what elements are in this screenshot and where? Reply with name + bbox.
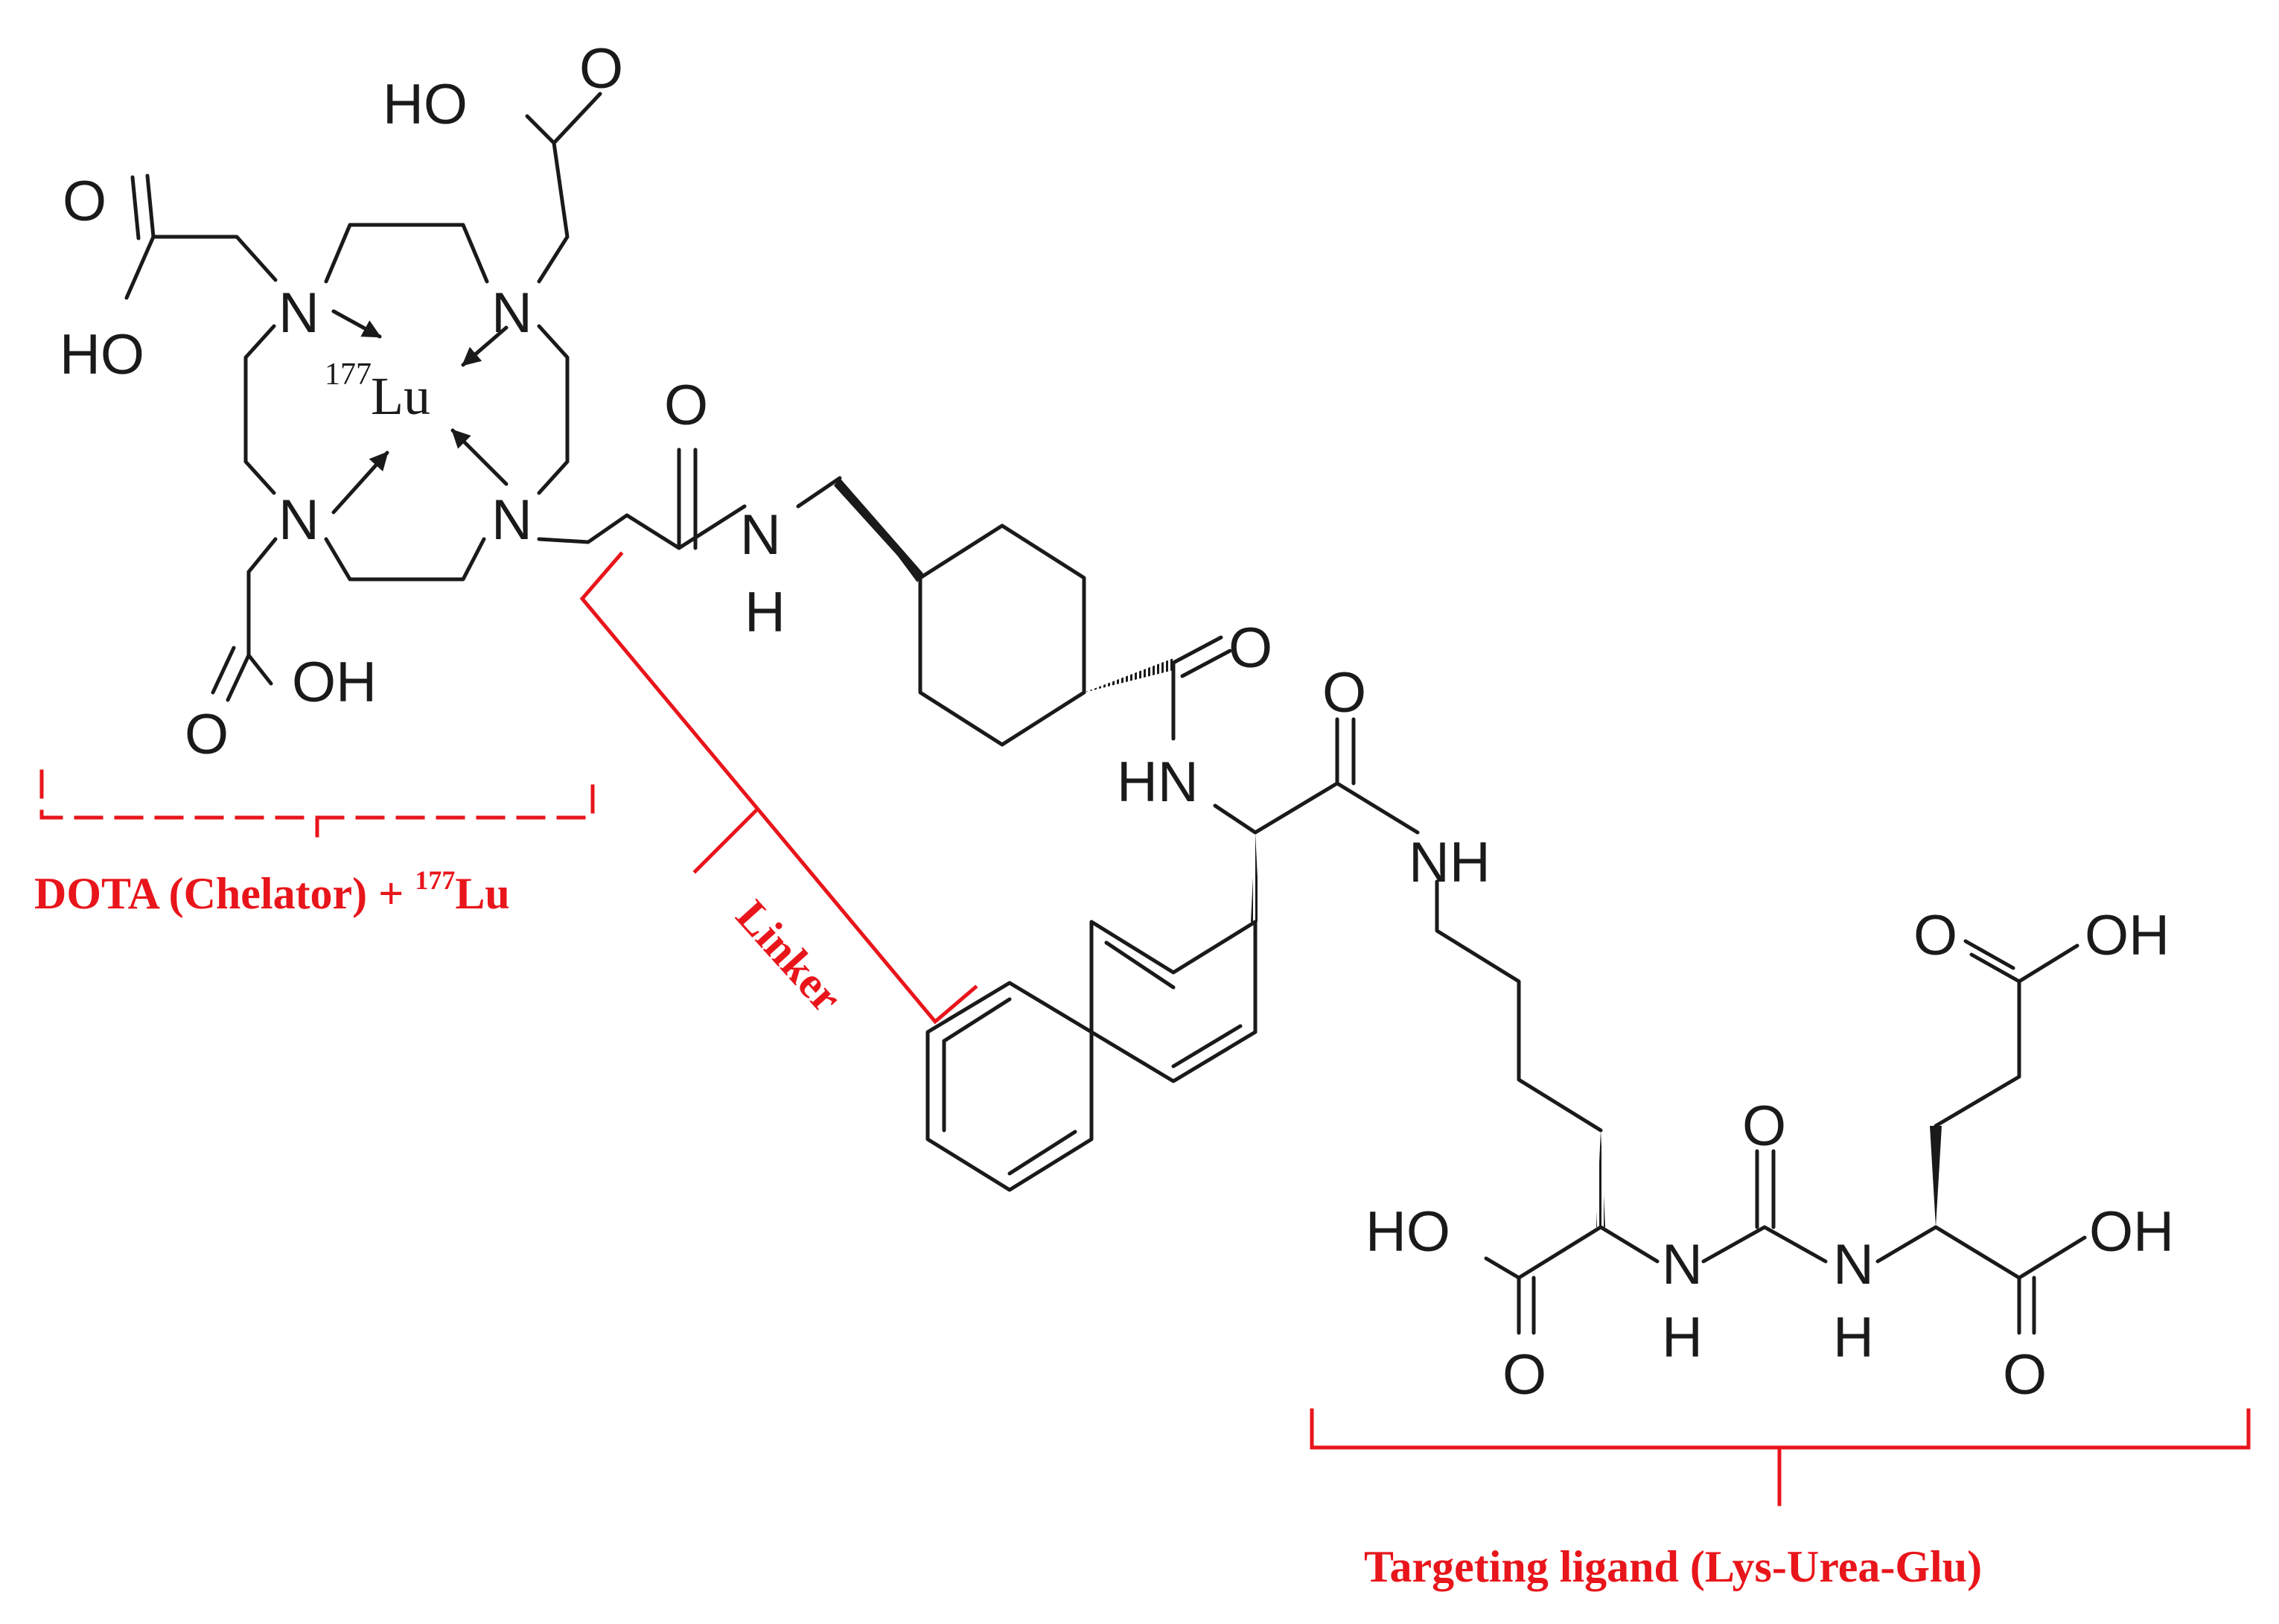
chelator-label: DOTA (Chelator) + 177Lu [34, 865, 510, 918]
atom-o-amide3: O [1322, 661, 1366, 725]
atom-lu: Lu [371, 366, 430, 426]
hashed-bond [1084, 658, 1173, 692]
atom-oh-glu-top: OH [2085, 904, 2170, 967]
lysine-bonds [1435, 879, 1660, 1335]
dota-bonds [124, 92, 747, 702]
chelator-bracket [39, 769, 595, 838]
ligand-bracket [1310, 1408, 2251, 1506]
annotations: DOTA (Chelator) + 177Lu Linker Targeting… [34, 551, 2251, 1591]
hashed-bond-lys [1596, 1130, 1605, 1227]
hashed-bond-alpha [1251, 832, 1260, 922]
atom-n-1: N [278, 281, 319, 345]
atom-o-glu: O [2003, 1343, 2047, 1407]
atom-n-2: N [491, 281, 532, 345]
atom-o-left: O [63, 170, 106, 233]
atom-ho-left: HO [60, 323, 144, 386]
atom-nh-lys: NH [1409, 831, 1491, 894]
atom-n-4: N [491, 488, 532, 552]
linker-label: Linker [727, 891, 851, 1022]
urea-glu-bonds [1701, 939, 2087, 1335]
atom-o-amide2: O [1228, 617, 1272, 680]
ligand-label: Targeting ligand (Lys-Urea-Glu) [1364, 1542, 1982, 1591]
wedge-bond-linker [840, 478, 923, 582]
wedge-bond-glu [1930, 1126, 1942, 1227]
atom-n-urea2: N [1833, 1233, 1874, 1296]
atom-o-urea: O [1742, 1095, 1786, 1158]
naphthylalanine-bonds [925, 717, 1420, 1192]
atom-o-top: O [579, 37, 623, 101]
atom-n-3: N [278, 488, 319, 552]
atom-ho-lys: HO [1365, 1200, 1450, 1264]
atom-o-amide1: O [664, 374, 708, 437]
atom-hn: HN [1117, 751, 1199, 814]
linker-bracket [579, 551, 978, 1025]
atom-oh-glu: OH [2089, 1200, 2174, 1264]
coordination-arrows [331, 309, 509, 515]
linker-bonds [796, 476, 1232, 747]
atom-h-urea2: H [1833, 1306, 1874, 1369]
lu-mass-number: 177 [325, 357, 372, 392]
atom-o-glu-top: O [1913, 904, 1957, 967]
atom-h-amide1: H [745, 581, 785, 644]
atom-n-urea1: N [1662, 1233, 1703, 1296]
atom-labels: HO O O HO N N N N 177 Lu O OH O N H O HN… [60, 37, 2174, 1407]
atom-oh-bottom: OH [292, 651, 377, 714]
atom-n-amide1: N [740, 503, 781, 567]
atom-ho-top: HO [383, 73, 468, 136]
atom-o-lys: O [1502, 1343, 1546, 1407]
atom-h-urea1: H [1662, 1306, 1703, 1369]
atom-o-bottom: O [185, 703, 229, 766]
